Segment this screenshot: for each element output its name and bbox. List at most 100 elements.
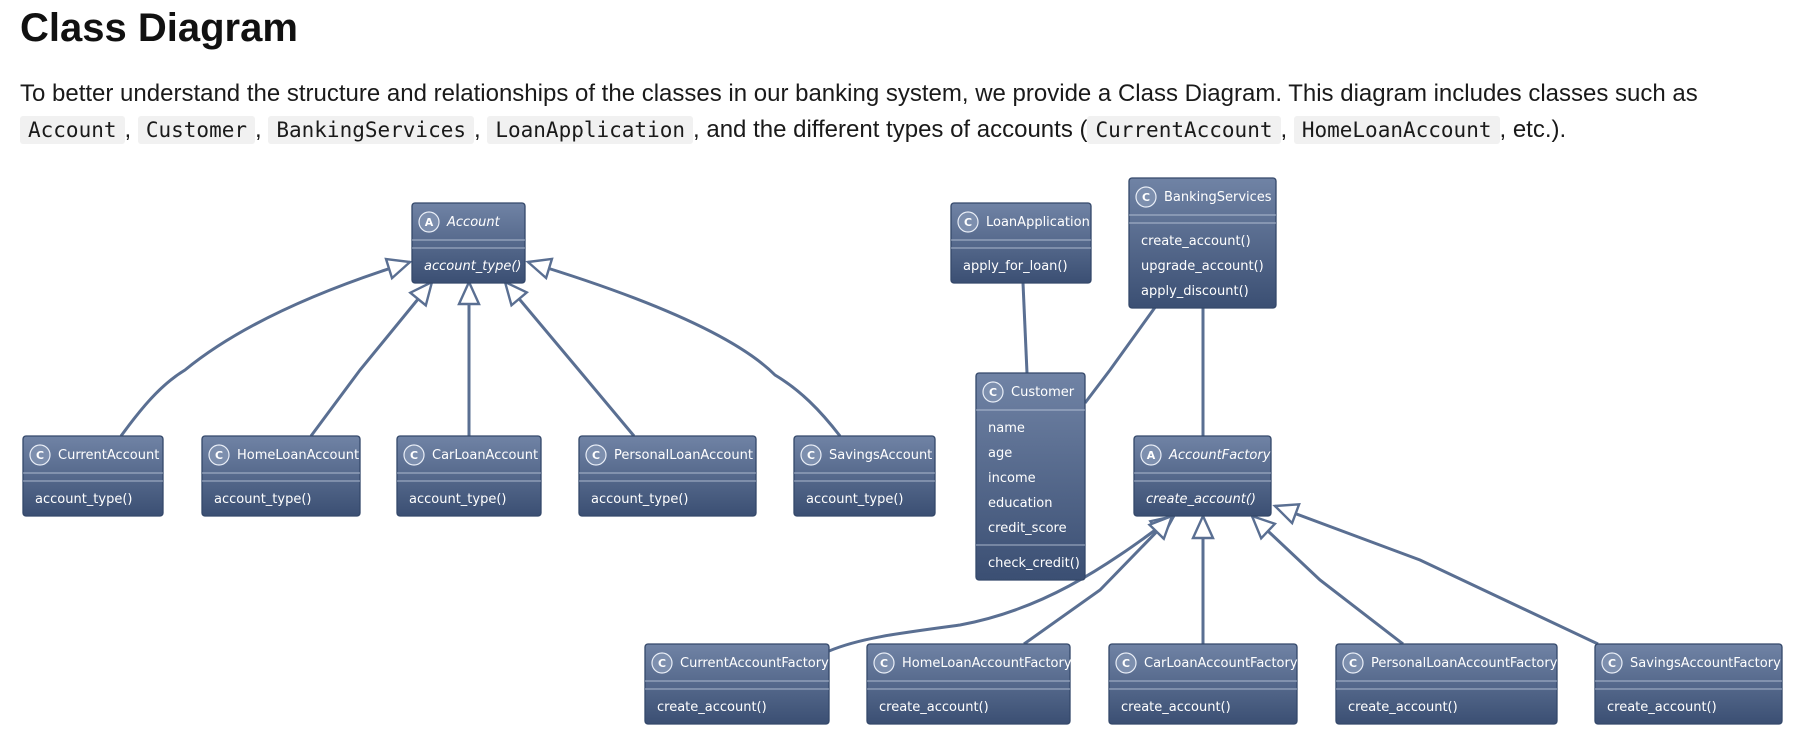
- class-method: upgrade_account(): [1141, 259, 1264, 274]
- relation-home-loan-account-factory-to-account-factory: [1023, 513, 1175, 646]
- inheritance-arrowhead-icon: [384, 257, 413, 281]
- code-loan-application: LoanApplication: [487, 116, 694, 144]
- class-name: CurrentAccount: [58, 448, 159, 463]
- class-name: PersonalLoanAccountFactory: [1371, 656, 1558, 671]
- stereotype-letter: C: [989, 386, 997, 399]
- class-name: HomeLoanAccount: [237, 448, 359, 463]
- class-box: [22, 435, 164, 517]
- stereotype-badge-icon: [800, 444, 822, 466]
- intro-paragraph: To better understand the structure and r…: [20, 76, 1795, 148]
- code-account: Account: [20, 116, 125, 144]
- class-method: create_account(): [657, 700, 767, 715]
- class-box: [950, 202, 1092, 284]
- stereotype-badge-icon: [208, 444, 230, 466]
- class-box: [866, 643, 1071, 725]
- stereotype-badge-icon: [1342, 652, 1364, 674]
- relation-personal-loan-account-to-account: [503, 279, 636, 437]
- stereotype-letter: C: [215, 449, 223, 462]
- class-name: SavingsAccount: [829, 448, 932, 463]
- intro-sep: ,: [255, 116, 269, 143]
- class-box: [1133, 435, 1272, 517]
- class-name: SavingsAccountFactory: [1630, 656, 1781, 671]
- code-customer: Customer: [137, 116, 256, 144]
- class-box: [793, 435, 936, 517]
- class-method: account_type(): [424, 259, 521, 274]
- class-box: [396, 435, 542, 517]
- stereotype-letter: C: [880, 657, 888, 670]
- class-name: PersonalLoanAccount: [614, 448, 753, 463]
- class-savings-account: C SavingsAccount account_type(): [793, 435, 936, 517]
- class-method: account_type(): [409, 492, 506, 507]
- class-box: [201, 435, 361, 517]
- class-name: LoanApplication: [986, 215, 1090, 230]
- inheritance-arrowhead-icon: [525, 257, 554, 281]
- stereotype-letter: A: [425, 216, 434, 229]
- class-method: check_credit(): [988, 556, 1080, 571]
- class-method: create_account(): [1141, 234, 1251, 249]
- inheritance-line: [503, 281, 636, 437]
- class-box: [1108, 643, 1298, 725]
- relations-layer: [119, 257, 1599, 653]
- intro-sep: ,: [1280, 116, 1294, 143]
- relation-loan-application-to-customer: [1021, 282, 1029, 374]
- stereotype-letter: C: [1122, 657, 1130, 670]
- stereotype-letter: C: [964, 216, 972, 229]
- stereotype-letter: C: [1608, 657, 1616, 670]
- intro-text: To better understand the structure and r…: [20, 80, 1698, 107]
- inheritance-line: [828, 514, 1175, 653]
- stereotype-letter: A: [1147, 449, 1156, 462]
- class-method: create_account(): [1121, 700, 1231, 715]
- inheritance-line: [119, 260, 411, 437]
- class-name: BankingServices: [1164, 190, 1272, 205]
- code-current-account: CurrentAccount: [1087, 116, 1281, 144]
- class-box: [644, 643, 830, 725]
- relation-banking-services-to-customer: [1083, 305, 1158, 404]
- intro-sep: ,: [474, 116, 488, 143]
- stereotype-badge-icon: [873, 652, 895, 674]
- class-method: create_account(): [1146, 492, 1256, 507]
- intro-text: , and the different types of accounts (: [693, 116, 1088, 143]
- relation-personal-loan-account-factory-to-account-factory: [1249, 514, 1404, 646]
- class-box: [578, 435, 757, 517]
- class-method: account_type(): [214, 492, 311, 507]
- inheritance-arrowhead-icon: [1147, 513, 1175, 541]
- class-name: Customer: [1011, 385, 1075, 400]
- stereotype-badge-icon: [651, 652, 673, 674]
- class-box: [1335, 643, 1558, 725]
- class-name: HomeLoanAccountFactory: [902, 656, 1072, 671]
- class-name: AccountFactory: [1168, 448, 1271, 463]
- inheritance-arrowhead-icon: [457, 279, 481, 306]
- stereotype-badge-icon: [29, 444, 51, 466]
- association-line: [1083, 305, 1158, 404]
- page-title: Class Diagram: [20, 6, 298, 50]
- class-attribute: credit_score: [988, 521, 1067, 536]
- relation-savings-account-factory-to-account-factory: [1272, 502, 1599, 646]
- stereotype-letter: C: [410, 449, 418, 462]
- inheritance-arrowhead-icon: [1191, 513, 1215, 540]
- inheritance-arrowhead-icon: [1249, 514, 1278, 541]
- stereotype-badge-icon: [1601, 652, 1623, 674]
- stereotype-badge-icon: [982, 381, 1004, 403]
- association-line: [1021, 282, 1029, 374]
- class-box: [411, 202, 526, 284]
- stereotype-badge-icon: [1140, 444, 1162, 466]
- class-method: account_type(): [806, 492, 903, 507]
- stereotype-letter: C: [1142, 191, 1150, 204]
- stereotype-letter: C: [592, 449, 600, 462]
- stereotype-badge-icon: [585, 444, 607, 466]
- class-name: CurrentAccountFactory: [680, 656, 829, 671]
- stereotype-letter: C: [807, 449, 815, 462]
- class-attribute: name: [988, 421, 1025, 436]
- stereotype-letter: C: [1349, 657, 1357, 670]
- stereotype-badge-icon: [1135, 186, 1157, 208]
- stereotype-letter: C: [36, 449, 44, 462]
- relation-current-account-to-account: [119, 257, 413, 437]
